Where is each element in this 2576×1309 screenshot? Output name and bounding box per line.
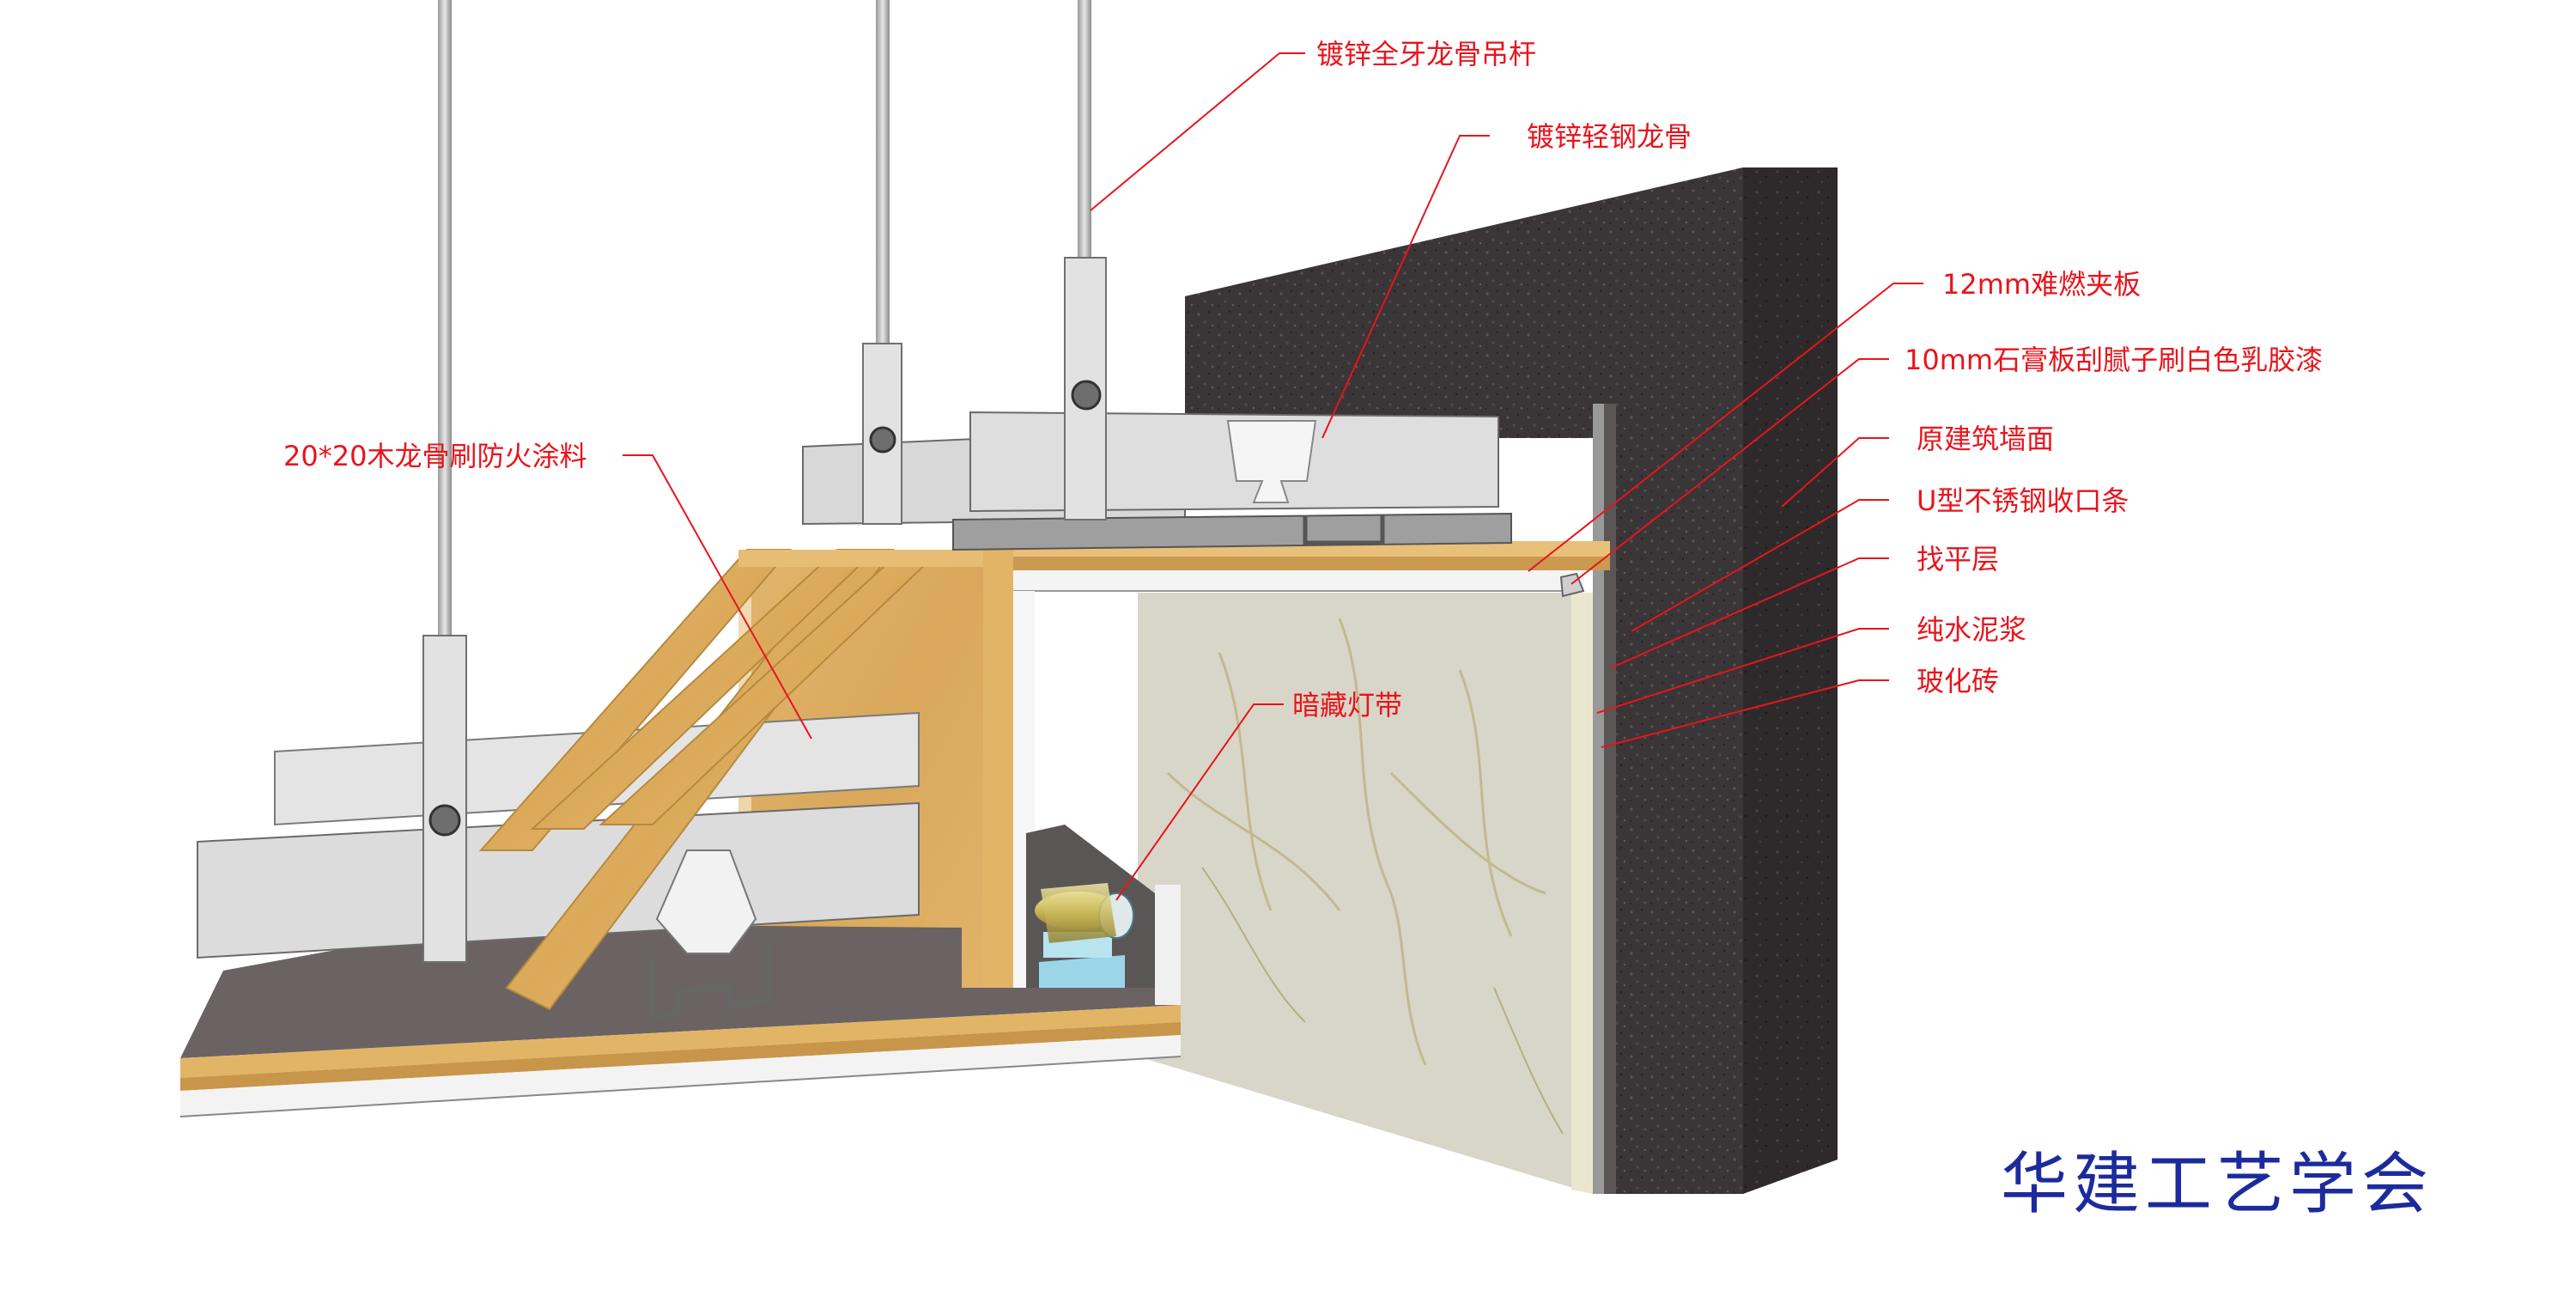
tile-panel	[1138, 593, 1593, 1194]
label-steel-keel: 镀锌轻钢龙骨	[1527, 120, 1692, 153]
lamp-strip	[1041, 883, 1116, 943]
label-building-wall: 原建筑墙面	[1917, 423, 2054, 455]
leader-lines	[623, 52, 1923, 901]
label-vitrified-tile: 玻化砖	[1917, 665, 1999, 697]
steel-keels-upper	[802, 411, 1512, 551]
building-wall	[1185, 167, 1838, 1194]
hanger-rods	[422, 0, 1107, 963]
brand-watermark: 华建工艺学会	[2001, 1146, 2433, 1223]
label-gypsum-board: 10mm石膏板刮腻子刷白色乳胶漆	[1905, 344, 2323, 376]
label-wood-batten: 20*20木龙骨刷防火涂料	[283, 440, 586, 472]
label-u-strip: U型不锈钢收口条	[1917, 484, 2129, 517]
label-cement-paste: 纯水泥浆	[1917, 613, 2026, 646]
wood-battens	[478, 549, 983, 1011]
label-hanger-rod: 镀锌全牙龙骨吊杆	[1316, 38, 1536, 70]
cement-layer	[1593, 404, 1604, 1194]
label-hidden-light: 暗藏灯带	[1292, 689, 1402, 721]
label-plywood: 12mm难燃夹板	[1942, 268, 2141, 301]
label-leveling-layer: 找平层	[1917, 543, 1999, 575]
leveling-layer	[1604, 404, 1616, 1194]
